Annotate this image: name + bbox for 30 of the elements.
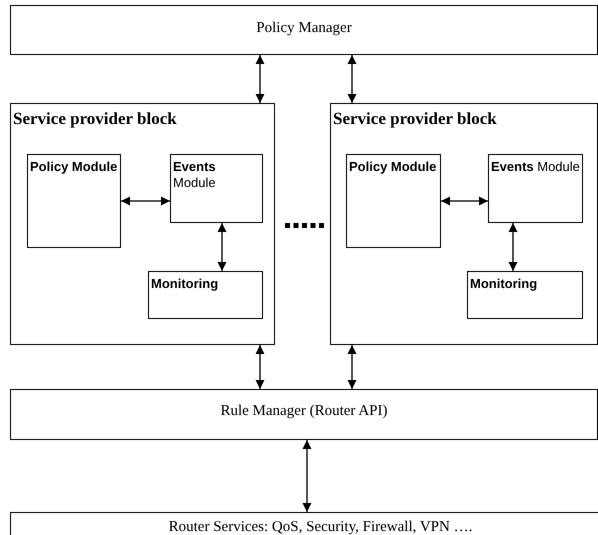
box-label: Rule Manager (Router API) bbox=[219, 403, 389, 420]
block-heading: Service provider block bbox=[333, 109, 497, 129]
double-arrow bbox=[256, 55, 264, 103]
double-arrow bbox=[508, 223, 518, 271]
box-label: Router Services: QoS, Security, Firewall, VPN …. bbox=[168, 519, 474, 535]
double-arrow bbox=[256, 345, 264, 389]
module-box bbox=[467, 271, 583, 319]
box-label: Monitoring bbox=[151, 276, 220, 292]
manager-box bbox=[10, 5, 598, 55]
box-label: Policy Module bbox=[30, 159, 118, 175]
box-label: Monitoring bbox=[470, 276, 538, 292]
service-block bbox=[10, 103, 275, 345]
double-arrow bbox=[302, 440, 312, 512]
box-label: Policy Manager bbox=[255, 20, 353, 37]
double-arrow bbox=[218, 223, 226, 271]
service-block bbox=[330, 103, 598, 345]
module-box bbox=[346, 154, 441, 248]
double-arrow bbox=[121, 196, 170, 206]
module-box bbox=[27, 154, 121, 248]
manager-box bbox=[10, 389, 598, 440]
block-heading: Service provider block bbox=[13, 109, 177, 129]
box-label: Policy Module bbox=[349, 159, 438, 175]
module-box bbox=[488, 154, 583, 223]
module-box bbox=[170, 154, 263, 223]
box-label: Events Module bbox=[173, 159, 217, 191]
box-label: Events Module bbox=[491, 159, 580, 175]
double-arrow bbox=[441, 196, 488, 206]
double-arrow bbox=[348, 55, 356, 103]
double-arrow bbox=[348, 345, 356, 389]
module-box bbox=[148, 271, 263, 319]
